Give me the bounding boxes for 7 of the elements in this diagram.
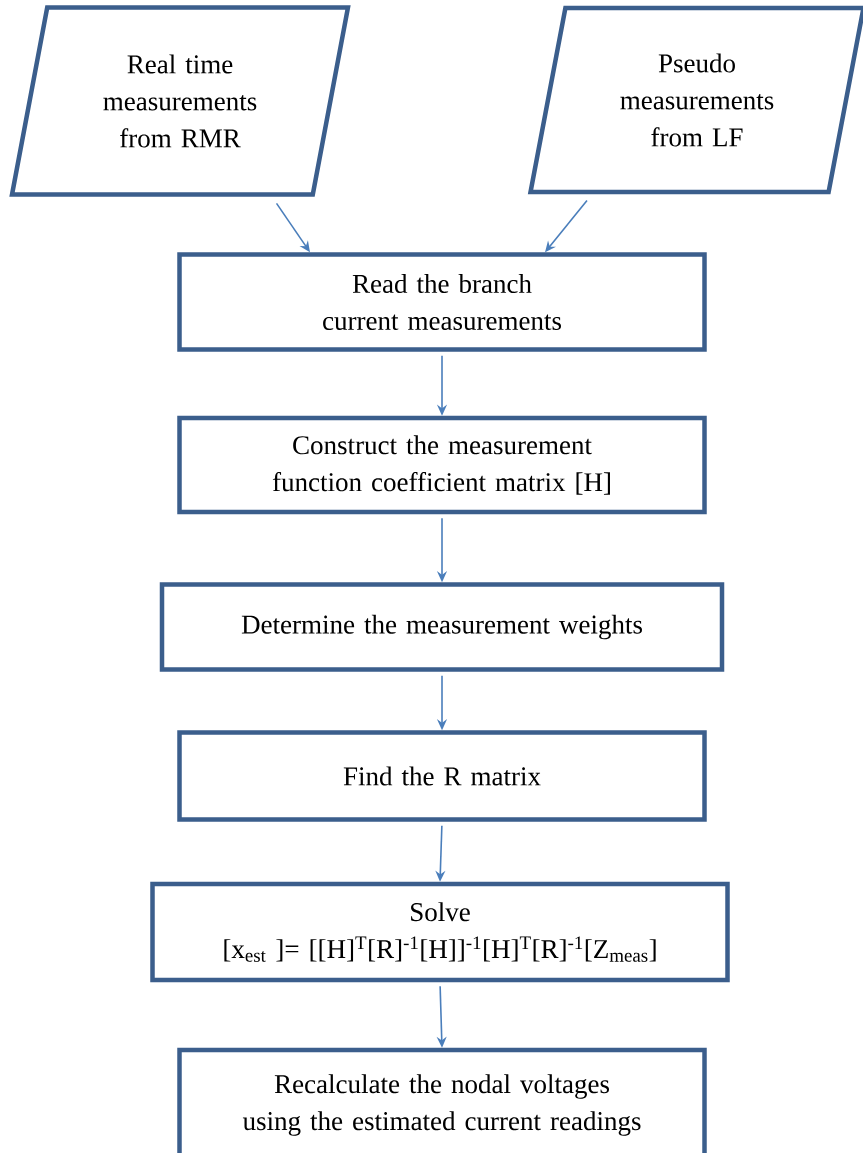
process-box: Read the branch current measurements bbox=[177, 252, 707, 352]
input-parallelogram: Real time measurements from RMR bbox=[9, 5, 351, 197]
process-box: Find the R matrix bbox=[177, 730, 707, 822]
process-box: Solve [x$_{est}$ ]= [[H]$^{T}$[R]$^{-1}$[H]]$^{-1}$[H]$^{T}$[R]$^{-1}$[Z$_{meas}$] bbox=[150, 881, 730, 983]
process-box: Construct the measurement function coefficient matrix [H] bbox=[177, 415, 707, 515]
process-box: Determine the measurement weights bbox=[159, 582, 725, 672]
process-box: Recalculate the nodal voltages using the estimated current readings bbox=[177, 1047, 707, 1153]
